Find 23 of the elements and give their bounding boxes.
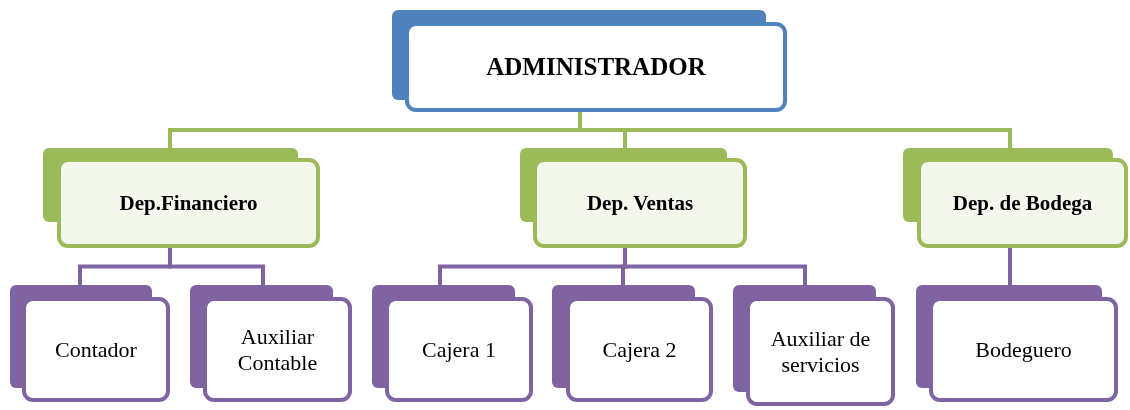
connector-line — [168, 248, 265, 285]
org-chart-box — [372, 285, 533, 402]
org-chart-box — [903, 148, 1128, 248]
box-label: Auxiliar Contable — [236, 324, 319, 375]
box-label: Auxiliar de servicios — [769, 326, 872, 377]
org-chart-box — [552, 285, 713, 402]
box-label: Contador — [55, 336, 137, 363]
box-label: Dep. Ventas — [586, 190, 694, 216]
org-chart-box — [733, 285, 895, 406]
box-label: Bodeguero — [975, 336, 1072, 363]
box-label: Dep. de Bodega — [952, 190, 1093, 216]
org-chart-box — [190, 285, 352, 402]
org-chart-box — [916, 285, 1118, 402]
box-label: Dep.Financiero — [119, 190, 258, 216]
org-chart-box — [10, 285, 170, 402]
box-label: Cajera 1 — [422, 336, 496, 363]
connector-line — [1008, 248, 1012, 285]
org-chart-box — [520, 148, 747, 248]
org-chart-box — [392, 10, 787, 112]
connector-line — [623, 248, 807, 285]
box-label: ADMINISTRADOR — [486, 52, 706, 82]
box-label: Cajera 2 — [602, 336, 677, 363]
org-chart-box — [43, 148, 320, 248]
